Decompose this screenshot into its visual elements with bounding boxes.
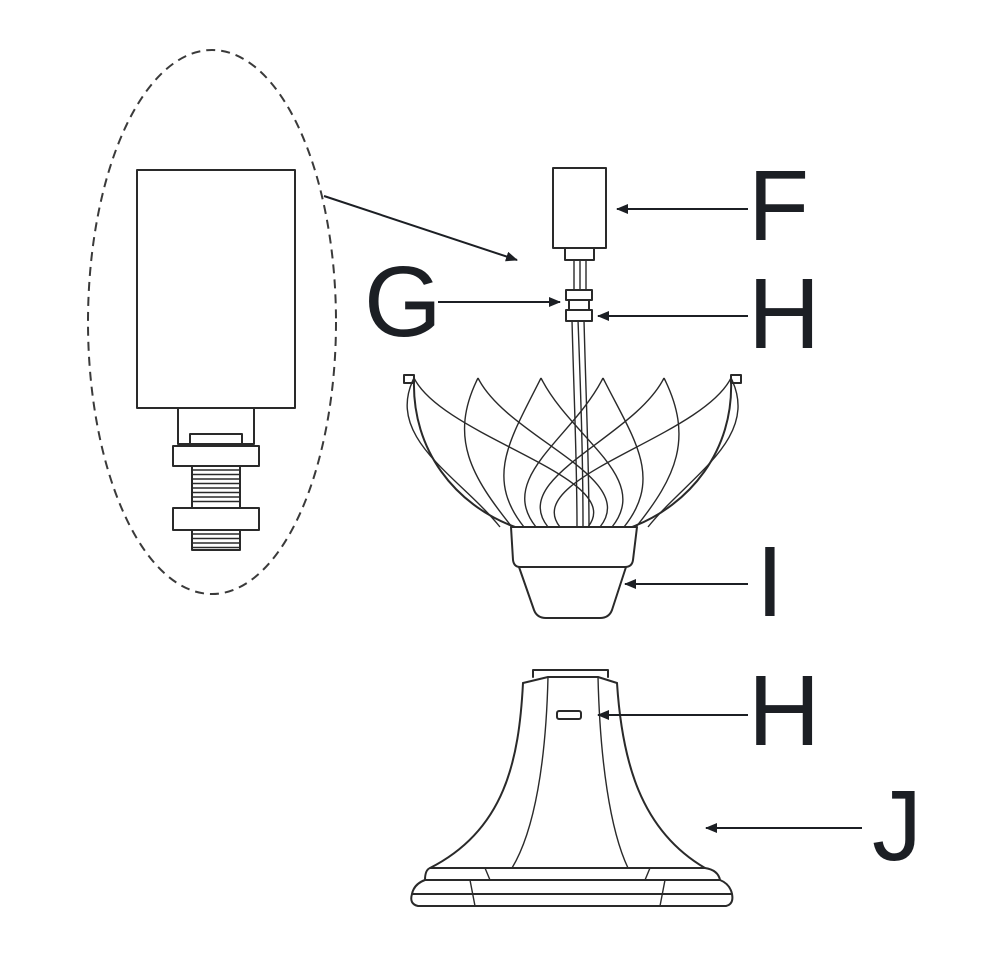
detail-nut-upper (172, 445, 260, 467)
detail-socket-neck (177, 407, 255, 445)
detail-nipple-end (191, 529, 241, 551)
label-f: F (748, 150, 809, 262)
lattice-bowl (403, 374, 742, 528)
nut-part-g (565, 289, 593, 311)
label-i: I (756, 526, 784, 638)
nut-part-h-top (565, 309, 593, 322)
label-j: J (872, 770, 922, 882)
base-slot-part-h (556, 710, 582, 720)
label-h-bottom: H (748, 655, 820, 767)
detail-socket-body (136, 169, 296, 409)
detail-threaded-nipple (191, 465, 241, 509)
base-part-j (410, 669, 734, 907)
detail-dashed-ellipse (87, 49, 337, 595)
detail-leader-arrow (323, 195, 518, 262)
label-h-top: H (748, 258, 820, 370)
collar-part-i (510, 526, 638, 619)
label-g: G (364, 246, 442, 358)
wires (571, 260, 590, 528)
socket-part-f (552, 167, 607, 261)
detail-callout (87, 49, 337, 595)
detail-nut-lower (172, 507, 260, 531)
